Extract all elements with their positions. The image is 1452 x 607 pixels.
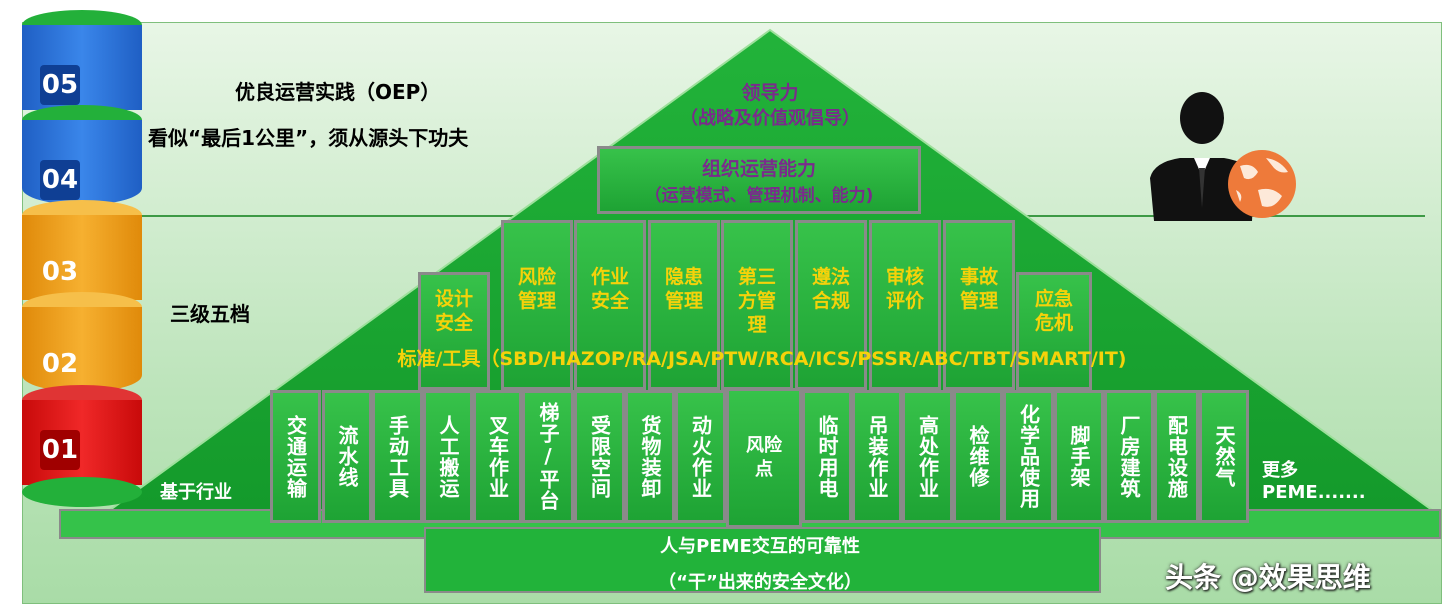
oep-title: 优良运营实践（OEP） [235,80,441,104]
org-capability-subtitle: （运营模式、管理机制、能力) [644,186,874,206]
peme-element[interactable]: 临时用电 [802,390,852,523]
peme-element-label: 高处作业 [915,414,940,499]
management-element-label: 审核评价 [885,266,924,312]
peme-element[interactable]: 货物装卸 [625,390,675,523]
level-03-badge: 03 [41,257,79,287]
management-element-label: 事故管理 [959,266,998,312]
peme-element-label: 流水线 [335,425,359,488]
peme-element[interactable]: 动火作业 [675,390,726,523]
management-element[interactable]: 风险管理 [501,220,573,390]
peme-element-label: 叉车作业 [485,414,510,499]
peme-element[interactable]: 人工搬运 [423,390,473,523]
oep-subtitle: 看似“最后1公里”，须从源头下功夫 [148,126,469,150]
peme-element[interactable]: 厂房建筑 [1104,390,1154,523]
management-element-label: 应急危机 [1034,288,1073,334]
three-levels-label: 三级五档 [170,302,250,326]
management-element-label: 作业安全 [590,266,629,312]
peme-element[interactable]: 吊装作业 [852,390,902,523]
more-peme-label: 更多PEME....... [1262,460,1366,503]
management-element[interactable]: 设计安全 [418,272,490,390]
peme-element[interactable]: 检维修 [953,390,1003,523]
peme-element[interactable]: 风险点 [726,388,802,528]
peme-element[interactable]: 天然气 [1199,390,1249,523]
management-element[interactable]: 第三方管理 [721,220,793,390]
peme-element-label: 梯子/平台 [536,402,560,511]
peme-element-label: 天然气 [1212,425,1236,488]
peme-element-label: 受限空间 [587,414,612,499]
safety-culture-subtitle: （“干”出来的安全文化） [658,572,862,593]
businessman-globe-icon [1140,86,1305,221]
peme-element-label: 厂房建筑 [1117,414,1141,499]
peme-element-label: 检维修 [966,425,990,488]
management-element-label: 隐患管理 [664,266,703,312]
level-03[interactable]: 03 [22,200,142,305]
peme-element-label: 吊装作业 [865,414,889,499]
peme-element-label: 交通运输 [283,414,308,499]
level-01[interactable]: 01 [22,385,142,525]
peme-element[interactable]: 叉车作业 [473,390,522,523]
management-element[interactable]: 遵法合规 [795,220,867,390]
level-04[interactable]: 04 [22,105,142,215]
level-05[interactable]: 05 [22,10,142,120]
level-02-badge: 02 [41,349,79,379]
peme-element[interactable]: 脚手架 [1054,390,1104,523]
management-element[interactable]: 事故管理 [943,220,1015,390]
management-element-label: 设计安全 [434,288,473,334]
management-element[interactable]: 隐患管理 [648,220,720,390]
management-element[interactable]: 应急危机 [1016,272,1092,390]
peme-element[interactable]: 手动工具 [372,390,423,523]
peme-element-label: 货物装卸 [638,414,662,499]
peme-element-label: 临时用电 [815,414,839,499]
management-element[interactable]: 审核评价 [869,220,941,390]
reliability-title: 人与PEME交互的可靠性 [660,536,860,557]
peme-element-label: 配电设施 [1164,414,1189,499]
level-05-badge: 05 [40,65,80,105]
management-element-label: 遵法合规 [811,266,850,312]
peme-element[interactable]: 交通运输 [270,390,321,523]
peme-element-label: 人工搬运 [436,414,460,499]
peme-element-label: 手动工具 [385,414,410,499]
bottom-plate [424,527,1101,593]
peme-element[interactable]: 受限空间 [574,390,625,523]
peme-element[interactable]: 配电设施 [1154,390,1199,523]
level-01-badge: 01 [40,430,80,470]
base-industry-label: 基于行业 [160,482,232,503]
peme-element-label: 动火作业 [688,414,713,499]
standards-tools-label: 标准/工具（SBD/HAZOP/RA/JSA/PTW/RCA/ICS/PSSR/… [397,348,1127,370]
management-element-label: 风险管理 [517,266,556,312]
peme-element-label: 风险点 [746,435,782,480]
watermark: 头条 @效果思维 [1165,561,1371,594]
org-capability-title: 组织运营能力 [701,158,816,180]
level-02[interactable]: 02 [22,292,142,397]
peme-element[interactable]: 梯子/平台 [522,390,574,523]
org-capability-box[interactable]: 组织运营能力 （运营模式、管理机制、能力) [597,146,921,214]
peme-element[interactable]: 化学品使用 [1003,390,1054,523]
management-element-label: 第三方管理 [737,266,776,336]
leadership-title: 领导力 [741,82,799,104]
peme-element-label: 化学品使用 [1016,404,1041,509]
peme-element[interactable]: 流水线 [322,390,372,523]
peme-element-label: 脚手架 [1067,425,1091,488]
level-04-badge: 04 [40,160,80,200]
peme-element[interactable]: 高处作业 [902,390,953,523]
management-element[interactable]: 作业安全 [574,220,646,390]
leadership-subtitle: （战略及价值观倡导） [680,108,860,129]
